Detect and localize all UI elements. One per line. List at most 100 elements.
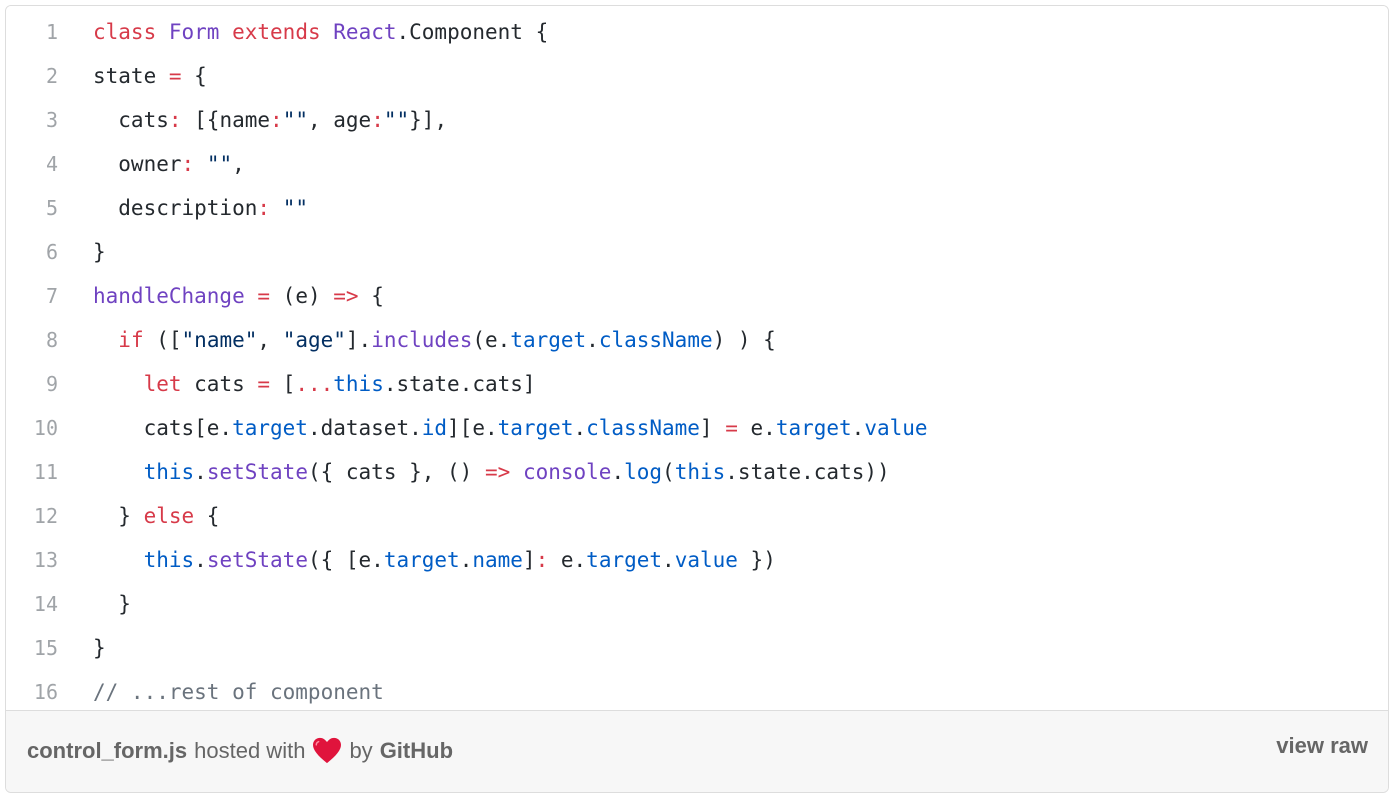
- code-text: cats[e.target.dataset.id][e.target.class…: [93, 416, 928, 440]
- line-number[interactable]: 10: [33, 416, 58, 440]
- code-token: value: [864, 416, 928, 440]
- code-text: // ...rest of component: [93, 680, 384, 704]
- code-token: "": [282, 108, 308, 132]
- code-token: .: [194, 548, 207, 572]
- code-token: }: [93, 504, 144, 528]
- code-token: class: [93, 20, 157, 44]
- code-line: 10 cats[e.target.dataset.id][e.target.cl…: [6, 406, 1388, 450]
- code-token: }: [93, 240, 106, 264]
- view-raw-link[interactable]: view raw: [1276, 733, 1368, 758]
- code-token: ]: [522, 548, 536, 572]
- code-token: cats[e.: [93, 416, 233, 440]
- code-token: cats: [181, 372, 258, 396]
- code-token: target: [497, 416, 574, 440]
- code-text: }: [93, 592, 131, 616]
- line-number[interactable]: 3: [45, 108, 58, 132]
- code-token: {: [181, 64, 207, 88]
- code-token: target: [383, 548, 460, 572]
- code-token: [270, 196, 283, 220]
- code-token: {: [194, 504, 220, 528]
- line-number[interactable]: 1: [45, 20, 58, 44]
- line-number[interactable]: 12: [33, 504, 58, 528]
- code-text: handleChange = (e) => {: [93, 284, 384, 308]
- line-number[interactable]: 8: [45, 328, 58, 352]
- code-token: {: [358, 284, 384, 308]
- line-number[interactable]: 4: [45, 152, 58, 176]
- code-token: =>: [484, 460, 511, 484]
- code-token: console: [522, 460, 612, 484]
- code-token: [194, 152, 207, 176]
- code-token: .: [194, 460, 207, 484]
- code-token: this: [333, 372, 384, 396]
- line-number[interactable]: 16: [33, 680, 58, 704]
- code-token: e.: [548, 548, 587, 572]
- code-token: value: [674, 548, 738, 572]
- code-line: 14 }: [6, 582, 1388, 626]
- code-token: // ...rest of component: [93, 680, 384, 704]
- code-token: .: [662, 548, 675, 572]
- code-token: (: [662, 460, 675, 484]
- code-token: [219, 20, 232, 44]
- code-token: ...: [295, 372, 334, 396]
- code-token: name: [472, 548, 523, 572]
- code-token: "": [282, 196, 308, 220]
- code-text: this.setState({ [e.target.name]: e.targe…: [93, 548, 776, 572]
- code-token: "name": [181, 328, 258, 352]
- code-token: setState: [206, 460, 308, 484]
- line-number[interactable]: 13: [33, 548, 58, 572]
- code-token: [93, 372, 144, 396]
- code-token: }: [93, 592, 131, 616]
- line-number[interactable]: 15: [33, 636, 58, 660]
- code-token: :: [535, 548, 549, 572]
- code-line: 12 } else {: [6, 494, 1388, 538]
- line-number[interactable]: 7: [45, 284, 58, 308]
- code-view: 1 class Form extends React.Component { 2 st…: [6, 6, 1388, 711]
- code-token: this: [674, 460, 726, 484]
- code-token: else: [143, 504, 195, 528]
- line-number[interactable]: 5: [45, 196, 58, 220]
- code-token: }],: [409, 108, 448, 132]
- github-link[interactable]: GitHub: [379, 738, 454, 763]
- code-text: this.setState({ cats }, () => console.lo…: [93, 460, 890, 484]
- code-line: 9 let cats = [...this.state.cats]: [6, 362, 1388, 406]
- code-line: 15}: [6, 626, 1388, 670]
- code-token: target: [775, 416, 852, 440]
- code-token: [: [270, 372, 296, 396]
- code-token: [{name: [181, 108, 271, 132]
- code-token: [93, 548, 144, 572]
- code-token: state: [93, 64, 169, 88]
- code-token: :: [257, 196, 271, 220]
- code-text: let cats = [...this.state.cats]: [93, 372, 536, 396]
- code-token: target: [232, 416, 308, 440]
- gist-embed: 1 class Form extends React.Component { 2 st…: [5, 5, 1389, 793]
- line-number[interactable]: 2: [45, 64, 58, 88]
- code-token: cats: [93, 108, 169, 132]
- line-number[interactable]: 14: [33, 592, 58, 616]
- code-line: 8 if (["name", "age"].includes(e.target.…: [6, 318, 1388, 362]
- code-token: .Component {: [396, 20, 549, 44]
- code-token: .: [851, 416, 865, 440]
- code-token: [93, 328, 118, 352]
- line-number[interactable]: 9: [45, 372, 58, 396]
- gist-filename-link[interactable]: control_form.js: [27, 738, 188, 763]
- code-line: 11 this.setState({ cats }, () => console…: [6, 450, 1388, 494]
- code-line: 3 cats: [{name:"", age:""}],: [6, 98, 1388, 142]
- code-token: owner: [93, 152, 182, 176]
- code-token: ][e.: [447, 416, 498, 440]
- code-token: ]: [699, 416, 726, 440]
- code-token: target: [586, 548, 663, 572]
- code-line: 4 owner: "",: [6, 142, 1388, 186]
- line-number[interactable]: 11: [33, 460, 58, 484]
- code-token: className: [586, 416, 700, 440]
- code-text: class Form extends React.Component {: [93, 20, 548, 44]
- code-token: React: [333, 20, 397, 44]
- code-token: this: [143, 460, 195, 484]
- gist-meta-footer: control_form.js hosted with by GitHub vi…: [6, 710, 1388, 792]
- line-number[interactable]: 6: [45, 240, 58, 264]
- code-token: , age: [307, 108, 372, 132]
- by-text: by: [349, 738, 373, 763]
- code-token: .: [611, 460, 625, 484]
- code-token: :: [270, 108, 283, 132]
- code-text: }: [93, 636, 106, 660]
- code-token: this: [143, 548, 195, 572]
